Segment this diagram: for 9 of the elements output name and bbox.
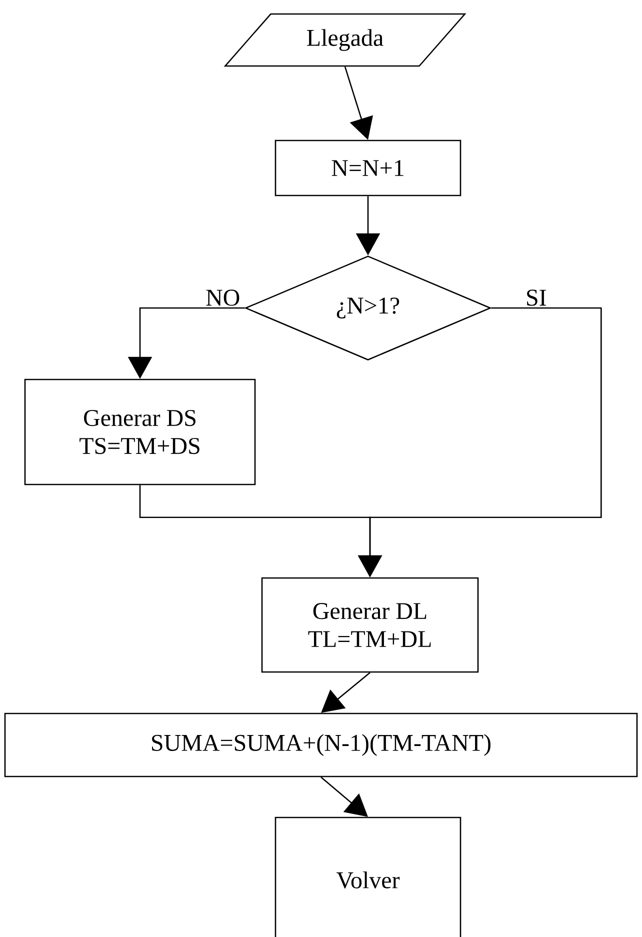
flow-arrow <box>320 776 368 817</box>
process-box: Generar DL TL=TM+DL <box>261 577 479 673</box>
process-box: Generar DS TS=TM+DS <box>24 378 256 486</box>
edge-label: NO <box>204 288 242 307</box>
edge-label: SI <box>524 288 548 307</box>
process-box: Volver <box>274 816 462 937</box>
process-box: SUMA=SUMA+(N-1)(TM-TANT) <box>4 712 638 778</box>
process-box: N=N+1 <box>274 140 462 196</box>
flow-arrow <box>321 672 370 713</box>
